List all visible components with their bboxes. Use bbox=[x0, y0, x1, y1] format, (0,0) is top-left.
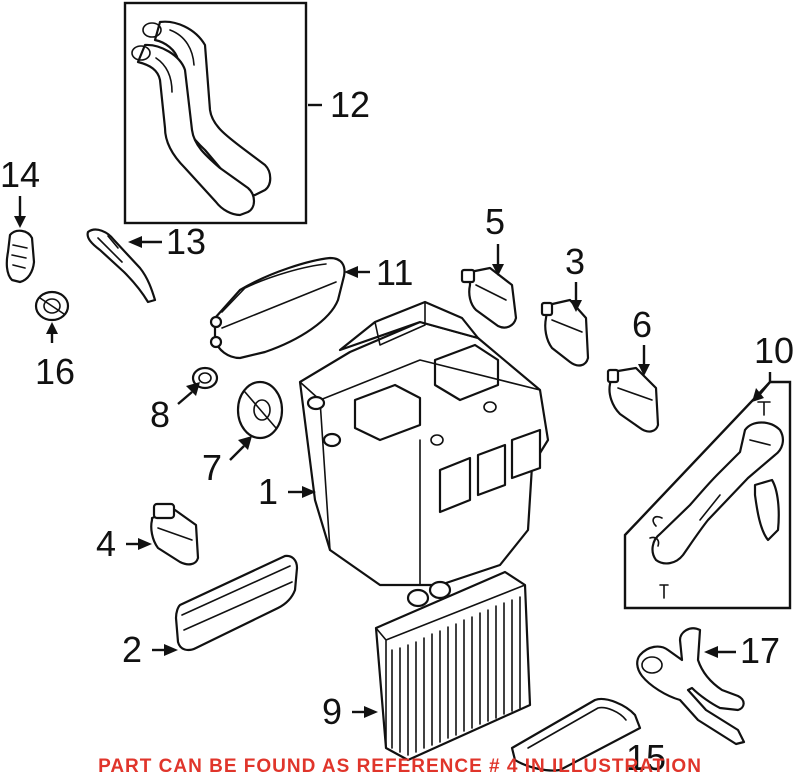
part-7-blower-wheel[interactable] bbox=[236, 380, 284, 440]
part-14-bracket[interactable] bbox=[5, 229, 36, 284]
part-15-seal[interactable] bbox=[510, 697, 642, 772]
callout-2: 2 bbox=[122, 629, 143, 670]
part-17-duct[interactable] bbox=[636, 627, 746, 746]
part-12-heater-hoses[interactable] bbox=[123, 1, 308, 225]
leader-lines bbox=[14, 103, 772, 718]
callout-7: 7 bbox=[202, 447, 223, 488]
callout-5: 5 bbox=[485, 201, 506, 242]
part-4-actuator[interactable] bbox=[150, 502, 200, 566]
callout-6: 6 bbox=[632, 304, 653, 345]
footer-reference-notice: PART CAN BE FOUND AS REFERENCE # 4 IN IL… bbox=[98, 756, 702, 777]
callout-12: 12 bbox=[330, 84, 371, 125]
part-9-heater-core[interactable] bbox=[374, 570, 532, 762]
callout-9: 9 bbox=[322, 691, 343, 732]
callout-11: 11 bbox=[376, 252, 414, 293]
callout-13: 13 bbox=[166, 221, 207, 262]
part-13-clip[interactable] bbox=[86, 228, 157, 304]
callout-16: 16 bbox=[35, 351, 76, 392]
part-3-actuator[interactable] bbox=[540, 298, 590, 367]
callout-17: 17 bbox=[740, 630, 781, 671]
callout-8: 8 bbox=[150, 394, 171, 435]
callout-3: 3 bbox=[565, 241, 586, 282]
part-5-actuator[interactable] bbox=[460, 266, 518, 329]
callout-14: 14 bbox=[0, 154, 41, 195]
part-1-housing[interactable] bbox=[298, 300, 550, 587]
part-10-duct-kit[interactable] bbox=[623, 380, 792, 610]
part-6-actuator[interactable] bbox=[606, 366, 660, 433]
part-2-filter-cover[interactable] bbox=[174, 554, 299, 652]
callout-4: 4 bbox=[96, 523, 117, 564]
part-16-grommet[interactable] bbox=[34, 290, 70, 322]
callout-15: 15 bbox=[626, 737, 667, 778]
callout-1: 1 bbox=[258, 471, 279, 512]
callout-10: 10 bbox=[754, 330, 795, 371]
part-11-evaporator[interactable] bbox=[209, 256, 346, 360]
